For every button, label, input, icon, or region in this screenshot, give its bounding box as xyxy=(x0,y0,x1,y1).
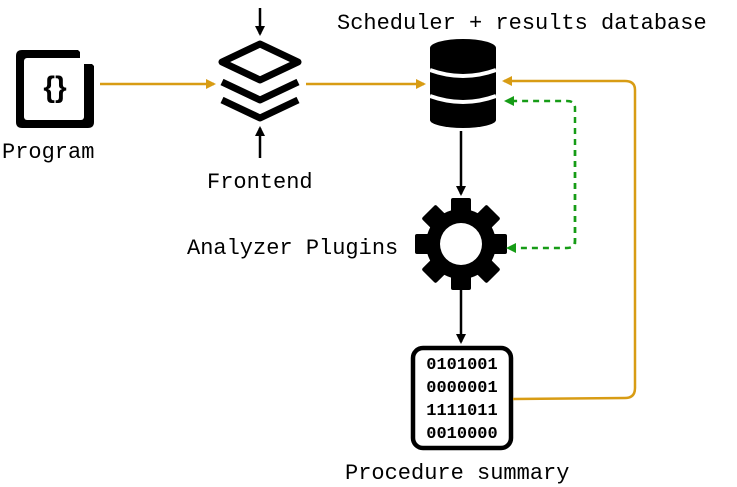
code-file-icon: {} xyxy=(16,50,94,128)
layers-icon xyxy=(218,40,302,122)
analyzer-label: Analyzer Plugins xyxy=(187,236,399,261)
analyzer-database-dashed-arrow xyxy=(504,96,577,244)
summary-label: Procedure summary xyxy=(345,461,570,486)
database-icon xyxy=(429,39,497,128)
binary-line-2: 0000001 xyxy=(426,379,497,398)
binary-line-4: 0010000 xyxy=(426,425,497,444)
binary-document-icon xyxy=(410,345,514,451)
summary-to-database-arrow xyxy=(502,76,637,401)
program-label: Program xyxy=(2,140,95,165)
frontend-label: Frontend xyxy=(207,170,313,195)
binary-line-1: 0101001 xyxy=(426,356,497,375)
code-braces-icon: {} xyxy=(43,71,67,104)
database-analyzer-dashed-arrow xyxy=(506,150,577,253)
database-label: Scheduler + results database xyxy=(337,11,707,36)
gear-icon xyxy=(415,198,507,290)
binary-line-3: 1111011 xyxy=(426,402,497,421)
